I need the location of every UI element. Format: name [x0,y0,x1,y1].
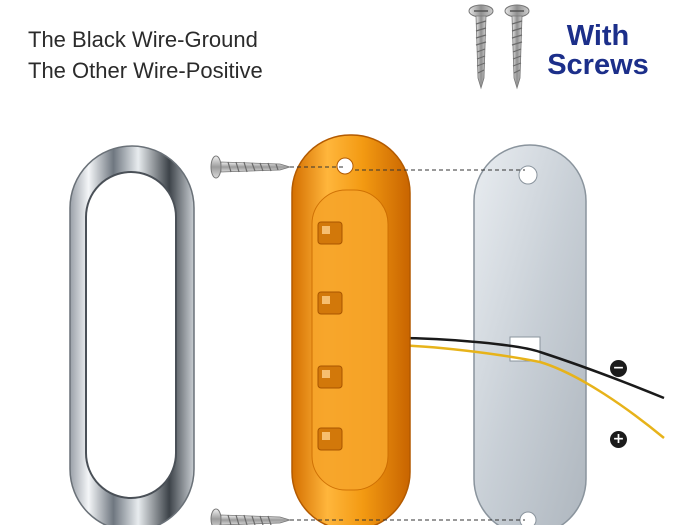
positive-terminal-icon: + [610,431,627,448]
screw-icon-1 [468,4,494,90]
with-screws-badge: With Screws [528,22,668,80]
negative-terminal-icon: − [610,360,627,377]
wiring-caption: The Black Wire-Ground The Other Wire-Pos… [28,24,263,86]
caption-ground-line: The Black Wire-Ground [28,27,258,52]
mounting-plate [473,144,587,525]
amber-led-marker-light [291,134,411,525]
screw-icon-4 [210,508,292,525]
screw-icon-2 [504,4,530,90]
caption-positive-line: The Other Wire-Positive [28,58,263,83]
wires [394,336,665,439]
screw-icon-3 [210,155,292,179]
chrome-bezel [69,145,195,525]
alignment-guides [290,166,525,521]
badge-line-1: With [566,20,630,52]
badge-line-2: Screws [547,49,649,81]
